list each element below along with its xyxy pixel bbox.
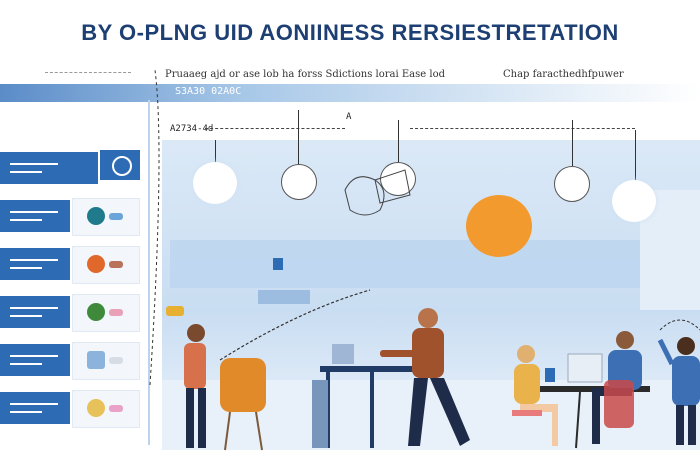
sidebar-item[interactable] xyxy=(0,292,140,332)
plant-icon xyxy=(87,207,105,225)
sidebar-item-bar xyxy=(0,200,70,232)
header-band xyxy=(0,84,700,102)
sidebar-item-bar xyxy=(0,296,70,328)
sidebar-item-bar xyxy=(0,392,70,424)
hanging-wire xyxy=(398,120,399,162)
connector-line xyxy=(205,128,345,129)
hanging-wire xyxy=(635,130,636,180)
heart-icon xyxy=(112,156,132,176)
sidebar-item-tile xyxy=(72,342,140,380)
target-icon xyxy=(466,195,532,257)
background-stripe xyxy=(170,240,640,288)
desk xyxy=(312,344,436,448)
heart-tile[interactable] xyxy=(100,150,140,180)
pill-icon xyxy=(109,309,123,316)
sidebar-item-bar xyxy=(0,344,70,376)
band-label: S3A30 02A0C xyxy=(175,86,242,97)
pill-icon xyxy=(109,261,123,268)
sidebar-item-tile xyxy=(72,390,140,428)
sidebar-item[interactable] xyxy=(0,340,140,380)
panel-icon xyxy=(258,290,310,304)
document-icon xyxy=(87,351,105,369)
figure-icon xyxy=(87,255,105,273)
tag-icon xyxy=(166,306,184,316)
person-seated-man xyxy=(592,331,642,444)
sidebar-item-tile xyxy=(72,294,140,332)
sidebar-item[interactable] xyxy=(0,148,140,188)
pill-icon xyxy=(109,405,123,412)
pin-icon xyxy=(273,258,283,270)
subtitle-right: Chap faracthedhfpuwer xyxy=(503,69,624,80)
robot-sketch-icon xyxy=(344,169,411,216)
subtitle-left: Pruaaeg ajd or ase lob ha forss Sdiction… xyxy=(165,69,445,80)
gauge-icon xyxy=(281,164,317,200)
chair-icon xyxy=(220,358,266,451)
page-title: BY O-PLNG UID AONIINESS RERSIESTRETATION xyxy=(81,20,619,45)
pill-icon xyxy=(109,213,123,220)
person-seated-woman xyxy=(512,345,558,446)
sidebar-item-bar xyxy=(0,152,98,184)
leaf-icon xyxy=(87,303,105,321)
person-right-edge xyxy=(657,337,700,445)
tool-icon xyxy=(87,399,105,417)
chart-icon xyxy=(554,166,590,202)
divider xyxy=(45,72,131,76)
hanging-wire xyxy=(298,110,299,165)
connector-line xyxy=(410,128,635,129)
lamp-icon xyxy=(612,180,656,222)
sidebar-item[interactable] xyxy=(0,388,140,428)
sidebar-item-tile xyxy=(72,246,140,284)
sidebar-item-bar xyxy=(0,248,70,280)
hanging-wire xyxy=(215,140,216,165)
connector-arc xyxy=(149,69,160,386)
hanging-wire xyxy=(572,120,573,166)
small-label: A2734-4d xyxy=(170,124,214,134)
sidebar-item[interactable] xyxy=(0,244,140,284)
sidebar-item-tile xyxy=(72,198,140,236)
lamp-icon xyxy=(193,162,237,204)
person-left xyxy=(184,324,206,448)
connector-arc xyxy=(659,319,700,331)
sidebar xyxy=(0,100,150,445)
screen-icon xyxy=(380,162,416,196)
pill-icon xyxy=(109,357,123,364)
sidebar-item[interactable] xyxy=(0,196,140,236)
connector-arc xyxy=(219,289,371,361)
person-center xyxy=(380,308,470,446)
small-label-2: A xyxy=(346,112,352,122)
